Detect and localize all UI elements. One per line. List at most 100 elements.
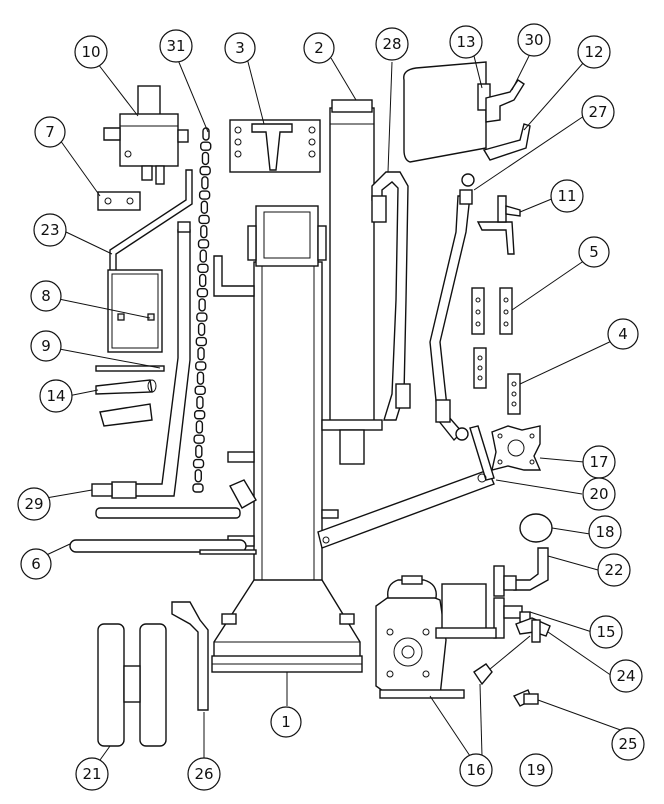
callout-2: 2 xyxy=(303,32,335,64)
part-5-plates xyxy=(471,287,513,335)
callout-11-label: 11 xyxy=(557,187,576,205)
chain-link xyxy=(198,190,211,200)
chain-link xyxy=(201,176,209,190)
callout-25-label: 25 xyxy=(618,735,637,753)
callout-13: 13 xyxy=(449,25,483,59)
callout-19: 19 xyxy=(519,753,553,787)
callout-31-label: 31 xyxy=(166,37,185,55)
callout-25: 25 xyxy=(611,727,645,761)
callout-4-label: 4 xyxy=(618,325,628,343)
chain-link xyxy=(194,385,206,396)
chain-link xyxy=(192,458,205,469)
callout-24-label: 24 xyxy=(616,667,635,685)
chain-link xyxy=(195,420,204,434)
callout-20: 20 xyxy=(582,477,616,511)
chain-link xyxy=(199,249,207,263)
part-29-hose xyxy=(91,221,191,499)
chain-link xyxy=(197,322,206,337)
part-24-fitting xyxy=(515,617,551,643)
callout-3: 3 xyxy=(224,32,256,64)
chain-link xyxy=(196,371,205,385)
callout-21: 21 xyxy=(75,757,109,791)
callout-8: 8 xyxy=(30,280,62,312)
callout-30-label: 30 xyxy=(524,31,543,49)
callout-3-label: 3 xyxy=(235,39,245,57)
callout-1: 1 xyxy=(270,706,302,738)
callout-10: 10 xyxy=(74,35,108,69)
part-26-pipe xyxy=(171,601,209,711)
callout-9-label: 9 xyxy=(41,337,51,355)
callout-8-label: 8 xyxy=(41,287,51,305)
callout-19-label: 19 xyxy=(526,761,545,779)
chain-link xyxy=(198,214,210,225)
callout-15: 15 xyxy=(589,615,623,649)
callout-14-label: 14 xyxy=(46,387,65,405)
callout-29-label: 29 xyxy=(24,495,43,513)
chain-link xyxy=(202,127,210,141)
callout-27: 27 xyxy=(581,95,615,129)
callout-6-label: 6 xyxy=(31,555,41,573)
callout-16-label: 16 xyxy=(466,761,485,779)
chain-link xyxy=(196,287,209,298)
callout-11: 11 xyxy=(550,179,584,213)
callout-27-label: 27 xyxy=(588,103,607,121)
part-11-bracket xyxy=(476,195,521,255)
chain-link xyxy=(196,395,204,410)
chain-link xyxy=(200,200,209,214)
callout-18: 18 xyxy=(588,515,622,549)
callout-17: 17 xyxy=(582,445,616,479)
chain-link xyxy=(193,434,205,444)
part-8-plate xyxy=(107,269,163,353)
chain-link xyxy=(201,151,210,166)
part-9-rod xyxy=(95,365,165,372)
callout-28: 28 xyxy=(375,27,409,61)
part-13-shield xyxy=(403,61,491,163)
callout-29: 29 xyxy=(17,487,51,521)
chain-link xyxy=(195,361,207,371)
part-6-rods xyxy=(69,507,257,555)
part-4-plates xyxy=(473,347,521,415)
callout-13-label: 13 xyxy=(456,33,475,51)
callout-24: 24 xyxy=(609,659,643,693)
part-17-mount-plate xyxy=(491,425,542,471)
chain-link xyxy=(197,347,205,361)
chain-link xyxy=(198,298,206,312)
callout-4: 4 xyxy=(607,318,639,350)
callout-30: 30 xyxy=(517,23,551,57)
callout-31: 31 xyxy=(159,29,193,63)
chain-link xyxy=(197,263,209,273)
chain-link xyxy=(195,336,208,347)
part-7-bracket xyxy=(97,191,141,211)
chain-link xyxy=(192,483,204,493)
callout-23-label: 23 xyxy=(40,221,59,239)
callout-5-label: 5 xyxy=(589,243,599,261)
part-20-lever xyxy=(317,425,495,549)
part-16-engine xyxy=(375,575,497,699)
callout-15-label: 15 xyxy=(596,623,615,641)
callout-22-label: 22 xyxy=(604,561,623,579)
callout-21-label: 21 xyxy=(82,765,101,783)
callout-18-label: 18 xyxy=(595,523,614,541)
callout-2-label: 2 xyxy=(314,39,324,57)
part-28-hose xyxy=(371,171,411,421)
part-1-column xyxy=(211,205,363,673)
callout-7-label: 7 xyxy=(45,123,55,141)
callout-26: 26 xyxy=(187,757,221,791)
callout-7: 7 xyxy=(34,116,66,148)
chain-link xyxy=(200,224,208,239)
callout-26-label: 26 xyxy=(194,765,213,783)
chain-link xyxy=(199,165,211,176)
callout-12: 12 xyxy=(577,35,611,69)
callout-14: 14 xyxy=(39,379,73,413)
part-25-fitting xyxy=(512,689,539,707)
callout-16: 16 xyxy=(459,753,493,787)
callout-1-label: 1 xyxy=(281,713,291,731)
part-10-valve xyxy=(103,85,189,185)
part-30-bracket xyxy=(485,79,525,123)
part-31-chain xyxy=(192,127,212,493)
part-2-cylinder xyxy=(321,99,383,465)
callout-28-label: 28 xyxy=(382,35,401,53)
chain-link xyxy=(197,239,210,249)
